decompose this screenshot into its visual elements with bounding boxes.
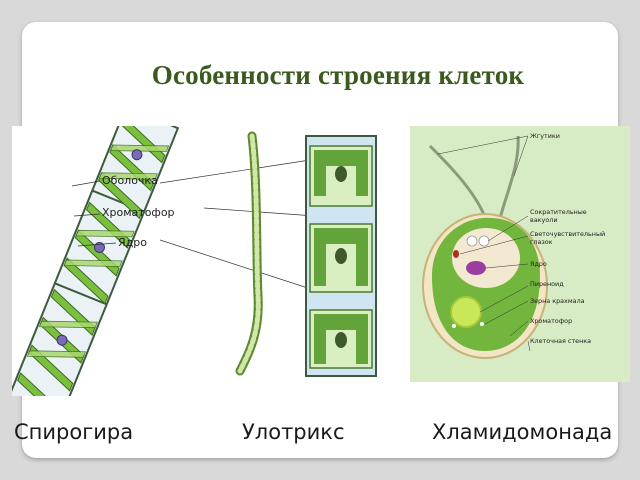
chlamydomonas-vacuoles-label: Сократительные bbox=[530, 208, 587, 216]
chlamydomonas-illustration: Жгутики Сократительные вакуоли Светочувс… bbox=[410, 126, 630, 382]
chlamydomonas-eyespot-label-2: глазок bbox=[530, 238, 553, 246]
slide-title: Особенности строения клеток bbox=[0, 60, 640, 91]
chlamydomonas-caption: Хламидомонада bbox=[432, 420, 612, 444]
spirogyra-caption: Спирогира bbox=[14, 420, 133, 444]
spirogyra-membrane-label: Оболочка bbox=[102, 174, 158, 187]
chlamydomonas-flagella-label: Жгутики bbox=[530, 132, 560, 140]
chlamydomonas-eyespot-label: Светочувствительный bbox=[530, 230, 605, 238]
spirogyra-nucleus-label: Ядро bbox=[118, 236, 147, 249]
chlamydomonas-chromatophore-label: Хроматофор bbox=[530, 317, 572, 325]
ulothrix-illustration bbox=[160, 126, 400, 388]
chlamydomonas-pyrenoid-label: Пиреноид bbox=[530, 280, 564, 288]
chlamydomonas-starch-label: Зерна крахмала bbox=[530, 297, 585, 305]
chlamydomonas-cell-wall-label: Клеточная стенка bbox=[530, 337, 591, 345]
ulothrix-caption: Улотрикс bbox=[242, 420, 345, 444]
chlamydomonas-nucleus-label: Ядро bbox=[530, 260, 547, 268]
chlamydomonas-vacuoles-label-2: вакуоли bbox=[530, 216, 557, 224]
